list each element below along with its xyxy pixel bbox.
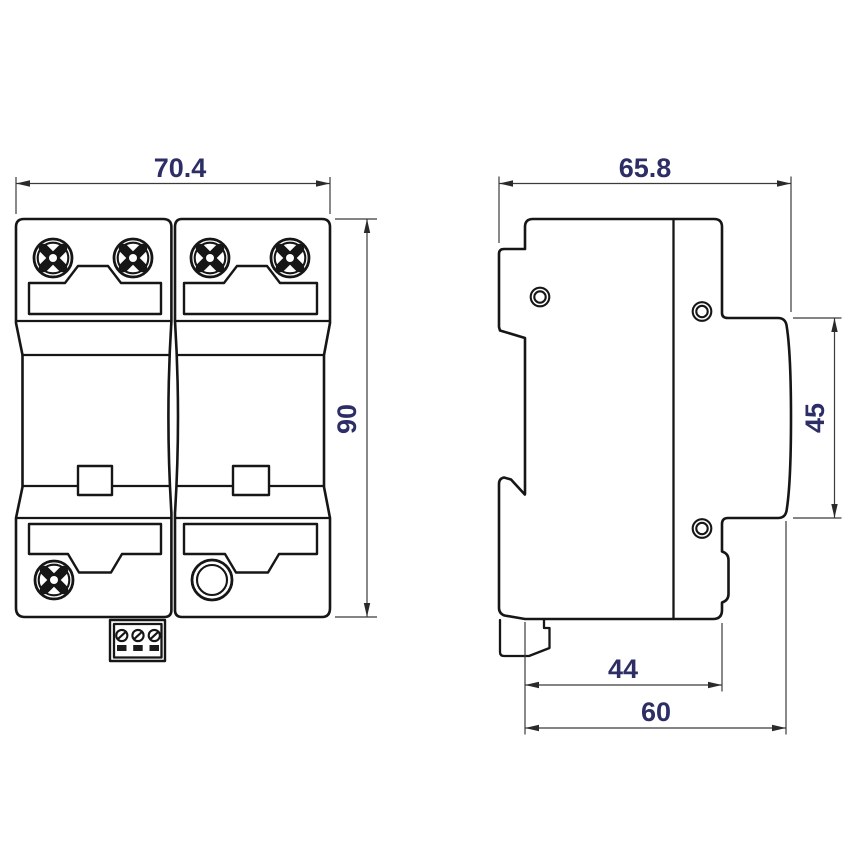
arrowhead-up-icon (831, 318, 838, 332)
dimension-depth-without-clip: 60 (525, 521, 787, 735)
front-left-latch-window (76, 464, 114, 497)
arrowhead-left-icon (525, 724, 539, 732)
terminal-screw-icon (189, 237, 231, 279)
arrowhead-down-icon (363, 603, 371, 617)
arrowhead-down-icon (831, 504, 838, 518)
side-body-outline (497, 217, 793, 621)
arrowhead-up-icon (363, 219, 371, 233)
terminal-screw-icon (33, 559, 75, 601)
round-opening-icon (190, 558, 234, 602)
dimension-label: 45 (800, 403, 830, 433)
arrowhead-right-icon (777, 180, 791, 187)
front-right-label-window (182, 264, 319, 316)
dimension-label: 60 (641, 697, 671, 727)
front-left-lower-window (27, 522, 163, 574)
front-left-label-window (27, 264, 163, 316)
arrowhead-right-icon (708, 681, 722, 689)
terminal-screw-icon (112, 237, 154, 279)
dimension-front-width: 70.4 (15, 153, 331, 214)
terminal-screw-icon (269, 237, 311, 279)
dimension-side-depth: 65.8 (498, 153, 792, 312)
side-mounting-foot (498, 618, 551, 658)
arrowhead-left-icon (16, 180, 30, 187)
side-view: 65.8 45 44 60 (497, 153, 842, 735)
rivet-hole-icon (691, 301, 713, 322)
terminal-screw-icon (32, 237, 74, 279)
arrowhead-left-icon (525, 681, 539, 689)
arrowhead-left-icon (499, 180, 513, 187)
dimension-label: 70.4 (154, 153, 207, 183)
dimension-front-height: 90 (332, 218, 377, 618)
signal-terminal-block (108, 618, 167, 663)
front-right-latch-window (231, 464, 271, 497)
dimension-body-depth: 44 (524, 622, 723, 735)
front-view: 70.4 90 (14, 153, 377, 663)
dimension-label: 44 (608, 654, 638, 684)
rivet-hole-icon (529, 286, 551, 308)
arrowhead-right-icon (316, 180, 330, 187)
dimension-label: 65.8 (619, 153, 672, 183)
front-right-lower-window (182, 522, 319, 574)
dimension-front-section-height: 45 (793, 317, 842, 519)
arrowhead-right-icon (772, 724, 786, 732)
rivet-hole-icon (691, 518, 713, 539)
terminal-block-screw-icon (115, 628, 161, 643)
dimension-label: 90 (332, 404, 362, 434)
